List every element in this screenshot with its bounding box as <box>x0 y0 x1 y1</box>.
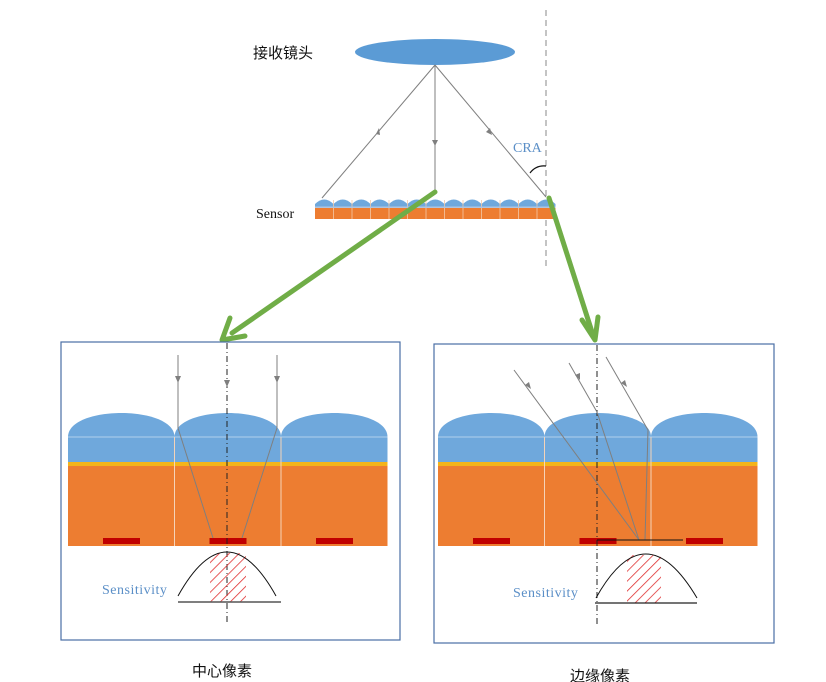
photodiode <box>579 538 617 544</box>
microlens <box>68 413 175 462</box>
sensor-pixel <box>352 208 371 219</box>
sensor-pixel <box>537 208 556 219</box>
oblique-ray <box>513 369 640 541</box>
sensor-microlens <box>389 199 408 207</box>
sensitivity-hatch <box>210 553 246 602</box>
sensor-pixel <box>370 208 389 219</box>
substrate <box>281 466 388 546</box>
sensor-pixel <box>518 208 537 219</box>
sensor-pixel <box>407 208 426 219</box>
sensor-pixel <box>315 208 334 219</box>
lens-label: 接收镜头 <box>253 44 313 62</box>
sensor-pixel <box>389 208 408 219</box>
sensor-pixel <box>426 208 445 219</box>
green-arrow-left <box>219 189 438 343</box>
ray-arrow <box>274 376 280 383</box>
ray-arrow <box>175 376 181 383</box>
substrate <box>651 466 758 546</box>
ray-arrow-left <box>376 128 380 135</box>
refracted-ray <box>644 429 649 541</box>
oblique-ray <box>568 362 598 413</box>
sensitivity-label: Sensitivity <box>102 583 167 598</box>
microlens <box>438 413 545 462</box>
center-pixel-caption: 中心像素 <box>192 662 252 680</box>
photodiode <box>103 538 140 544</box>
sensor-strip <box>315 199 556 219</box>
receiving-lens <box>355 39 515 65</box>
substrate <box>174 466 281 546</box>
sensitivity-curve <box>177 551 277 597</box>
center-pixel-panel: Sensitivity <box>60 341 401 641</box>
sensitivity-curve <box>595 553 698 599</box>
cra-label: CRA <box>513 141 543 156</box>
sensor-microlens <box>315 199 334 207</box>
microlens <box>281 413 388 462</box>
color-filter <box>68 462 175 466</box>
oblique-ray <box>605 356 649 431</box>
color-filter <box>174 462 281 466</box>
refracted-ray <box>241 427 278 539</box>
sensor-microlens <box>333 199 352 207</box>
sensor-pixel <box>463 208 482 219</box>
photodiode <box>316 538 353 544</box>
sensor-microlens <box>481 199 500 207</box>
microlens <box>651 413 758 462</box>
sensor-pixel <box>500 208 519 219</box>
refracted-ray <box>596 411 640 541</box>
edge-pixel-caption: 边缘像素 <box>570 667 630 682</box>
color-filter <box>651 462 758 466</box>
sensor-pixel <box>444 208 463 219</box>
sensor-microlens <box>444 199 463 207</box>
refracted-ray <box>177 427 214 539</box>
substrate <box>438 466 545 546</box>
sensor-microlens <box>518 199 537 207</box>
sensor-microlens <box>463 199 482 207</box>
sensor-microlens <box>352 199 371 207</box>
sensitivity-hatch <box>627 555 661 603</box>
ray-arrow <box>621 380 627 387</box>
color-filter <box>281 462 388 466</box>
photodiode <box>686 538 723 544</box>
ray-arrow-right <box>486 128 492 135</box>
color-filter <box>544 462 651 466</box>
sensitivity-label: Sensitivity <box>513 586 578 601</box>
green-arrow-right <box>546 195 601 343</box>
sensor-microlens <box>370 199 389 207</box>
sensor-microlens <box>500 199 519 207</box>
sensor-pixel <box>481 208 500 219</box>
photodiode <box>209 538 247 544</box>
edge-pixel-panel: Sensitivity <box>433 343 775 644</box>
ray-arrow <box>224 380 230 387</box>
ray-arrow-center <box>432 140 438 146</box>
sensor-label: Sensor <box>256 207 294 222</box>
ray-arrow <box>525 382 531 389</box>
photodiode <box>473 538 510 544</box>
color-filter <box>438 462 545 466</box>
sensor-microlens <box>426 199 445 207</box>
microlens <box>174 413 281 462</box>
substrate <box>68 466 175 546</box>
cra-angle-arc <box>529 165 547 174</box>
microlens <box>544 413 651 462</box>
sensor-filter <box>315 206 556 208</box>
sensor-pixel <box>333 208 352 219</box>
ray-arrow <box>575 373 580 380</box>
